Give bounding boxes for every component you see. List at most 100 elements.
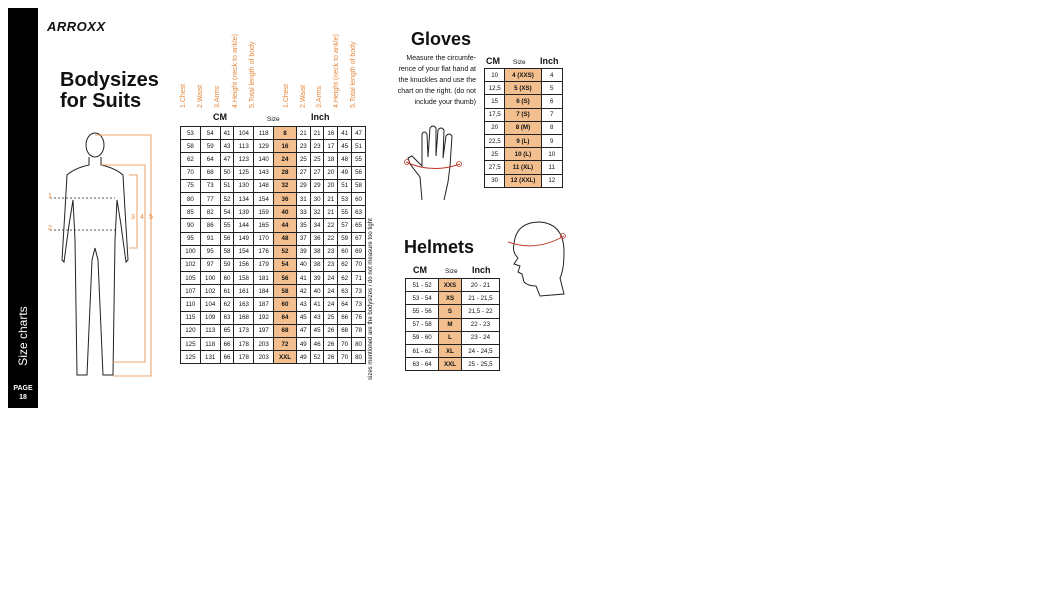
table-cell: 27	[309, 165, 325, 180]
table-cell: 64	[273, 310, 297, 325]
table-cell: 30	[309, 191, 325, 207]
table-cell: 66	[219, 350, 235, 365]
table-cell: 173	[233, 323, 255, 339]
table-cell: S	[438, 304, 462, 319]
table-cell: 123	[233, 152, 255, 167]
table-cell: 26	[323, 350, 339, 365]
table-cell: 100	[180, 244, 201, 259]
table-cell: 22,5	[483, 133, 506, 149]
table-cell: 21	[295, 125, 311, 141]
marker-4: 4	[140, 214, 144, 221]
table-cell: 154	[233, 244, 255, 259]
table-cell: 4	[540, 67, 564, 83]
table-cell: 95	[199, 244, 221, 259]
table-cell: 21	[309, 125, 325, 141]
table-cell: 163	[233, 297, 255, 312]
table-cell: 20	[323, 165, 339, 180]
suits-size-header: Size	[267, 116, 280, 123]
table-cell: 73	[351, 297, 366, 312]
label-waist: 2.Waist	[197, 84, 204, 108]
table-cell: 179	[253, 257, 275, 273]
helmets-size-header: Size	[445, 268, 458, 275]
suits-cm-header: CM	[213, 112, 227, 122]
table-cell: 16	[323, 125, 339, 141]
table-cell: 53	[180, 125, 201, 141]
table-cell: 24 - 24,5	[460, 343, 501, 359]
table-cell: 125	[180, 336, 201, 352]
table-cell: 80	[351, 350, 366, 365]
table-cell: 60	[337, 244, 353, 259]
table-cell: 21 - 21,5	[460, 291, 501, 306]
table-cell: 8 (M)	[504, 120, 542, 135]
table-cell: 25	[483, 147, 506, 162]
table-cell: 85	[180, 205, 201, 220]
table-cell: 28	[273, 165, 297, 180]
table-cell: 24	[273, 152, 297, 167]
table-cell: XXS	[438, 277, 462, 293]
table-cell: 25	[295, 152, 311, 167]
page-label: PAGE	[13, 385, 33, 392]
table-cell: 161	[233, 284, 255, 299]
table-cell: 21	[323, 191, 339, 207]
marker-1: 1	[48, 193, 52, 200]
table-cell: 4 (XXS)	[504, 67, 542, 83]
label-length-inch: 5.Total length of body	[350, 41, 357, 108]
table-cell: 25 - 25,5	[460, 357, 501, 372]
table-cell: 113	[199, 323, 221, 339]
table-cell: 71	[351, 271, 366, 286]
table-cell: 68	[199, 165, 221, 180]
table-cell: 30	[483, 173, 506, 188]
table-cell: 57 - 58	[404, 317, 440, 332]
table-cell: 45	[309, 323, 325, 339]
table-cell: 61	[219, 284, 235, 299]
label-chest-inch: 1.Chest	[283, 83, 290, 108]
table-cell: 159	[253, 205, 275, 220]
table-cell: 5	[540, 81, 564, 96]
table-cell: XXL	[438, 357, 462, 372]
table-cell: 125	[233, 165, 255, 180]
table-cell: M	[438, 317, 462, 332]
table-cell: 41	[219, 125, 235, 141]
table-cell: 52	[219, 191, 235, 207]
table-cell: 51	[219, 178, 235, 193]
table-cell: 140	[253, 152, 275, 167]
instruction-line: chart on the right. (do not	[397, 88, 476, 95]
table-cell: 50	[219, 165, 235, 180]
table-cell: 51	[337, 178, 353, 193]
table-cell: 192	[253, 310, 275, 325]
table-cell: 41	[337, 125, 353, 141]
table-cell: 120	[180, 323, 201, 339]
table-cell: 42	[295, 284, 311, 299]
table-cell: 9 (L)	[504, 133, 542, 149]
table-cell: 115	[180, 310, 201, 325]
table-cell: 36	[309, 231, 325, 246]
table-cell: 10 (L)	[504, 147, 542, 162]
table-cell: 41	[309, 297, 325, 312]
table-cell: 68	[337, 323, 353, 339]
table-cell: 129	[253, 139, 275, 154]
table-cell: 100	[199, 271, 221, 286]
label-length: 5.Total length of body	[249, 41, 256, 108]
table-cell: 25	[323, 310, 339, 325]
table-cell: 38	[309, 244, 325, 259]
table-cell: 52	[309, 350, 325, 365]
table-cell: 46	[309, 336, 325, 352]
page-number: 18	[19, 394, 27, 401]
table-cell: 105	[180, 271, 201, 286]
table-cell: 10	[483, 67, 506, 83]
label-chest: 1.Chest	[180, 83, 187, 108]
table-cell: 10	[540, 147, 564, 162]
table-cell: 95	[180, 231, 201, 246]
table-cell: 29	[295, 178, 311, 193]
table-cell: 55	[337, 205, 353, 220]
table-cell: 70	[337, 350, 353, 365]
table-cell: 9	[540, 133, 564, 149]
instruction-line: Measure the circumfe-	[406, 55, 476, 62]
